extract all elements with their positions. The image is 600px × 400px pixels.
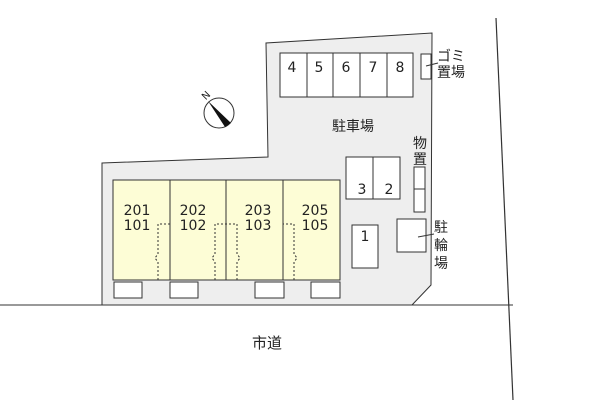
space-3: 3 [358, 182, 367, 198]
parking-mid: 3 2 [345, 156, 401, 200]
space-8: 8 [396, 60, 405, 76]
storage-label-1: 物 [413, 136, 427, 152]
garbage-label-1: ゴミ [437, 48, 465, 65]
unit-103: 103 [245, 218, 272, 234]
road-label: 市道 [252, 334, 282, 352]
entrance-steps [113, 281, 341, 299]
unit-102: 102 [180, 218, 207, 234]
unit-202: 202 [180, 203, 207, 219]
bike-label-2: 輪 [434, 237, 448, 254]
building: 201 101 202 102 203 103 205 105 [112, 179, 341, 281]
bike-label-3: 場 [434, 256, 448, 272]
space-5: 5 [315, 60, 324, 76]
parking-space-1 [351, 224, 379, 269]
space-1: 1 [361, 229, 370, 245]
leader-line [425, 62, 439, 67]
space-2: 2 [385, 182, 394, 198]
leader-line [417, 233, 435, 238]
garbage-label-2: 置場 [437, 65, 465, 81]
garbage-area [420, 53, 432, 80]
parking-top-row: 4 5 6 7 8 [279, 52, 414, 98]
unit-205: 205 [302, 203, 329, 219]
space-4: 4 [288, 60, 297, 76]
unit-203: 203 [245, 203, 272, 219]
north-compass: N [200, 90, 235, 129]
unit-105: 105 [302, 218, 329, 234]
bike-parking [396, 218, 427, 253]
bike-label-1: 駐 [434, 220, 448, 236]
storage-label-2: 置 [413, 152, 427, 168]
space-6: 6 [342, 60, 351, 76]
boundary-line [495, 17, 514, 400]
unit-201: 201 [124, 203, 151, 219]
parking-lot-label: 駐車場 [332, 118, 374, 135]
space-7: 7 [369, 60, 378, 76]
unit-101: 101 [124, 218, 151, 234]
